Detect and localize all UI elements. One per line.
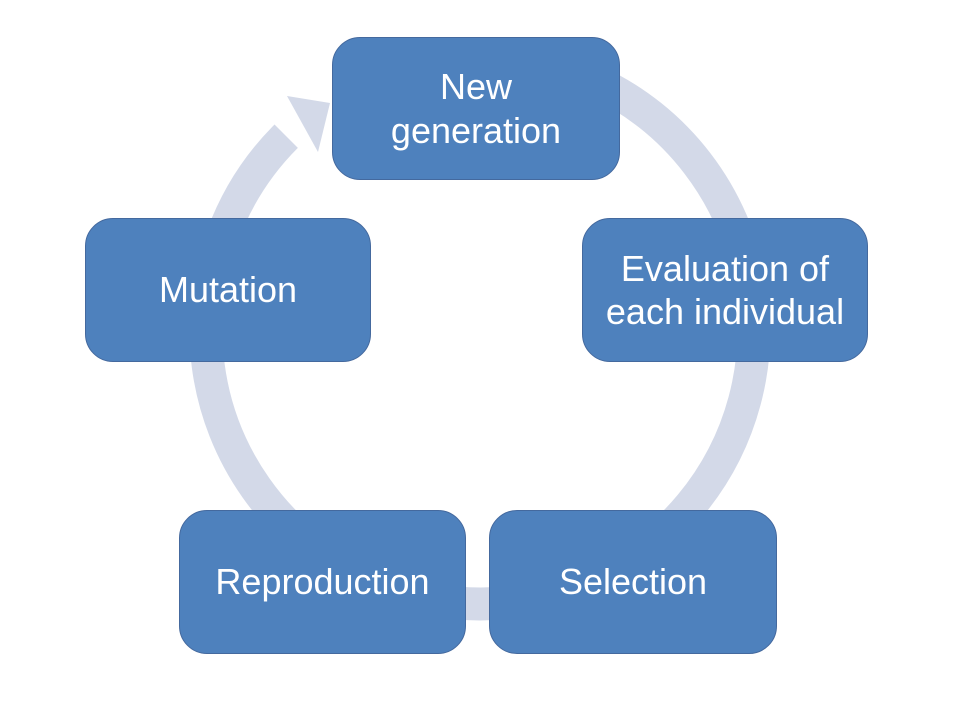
cycle-node-evaluation: Evaluation of each individual: [582, 218, 868, 362]
cycle-node-label: Selection: [558, 561, 708, 603]
cycle-node-selection: Selection: [489, 510, 777, 654]
clockwise-arrowhead-icon: [287, 96, 330, 152]
cycle-node-label: Reproduction: [215, 561, 430, 603]
cycle-node-label: Mutation: [158, 269, 298, 311]
cycle-node-label: New generation: [390, 66, 562, 151]
cycle-node-label: Evaluation of each individual: [605, 247, 845, 332]
cycle-node-reproduction: Reproduction: [179, 510, 466, 654]
cycle-node-new-generation: New generation: [332, 37, 620, 180]
cycle-node-mutation: Mutation: [85, 218, 371, 362]
